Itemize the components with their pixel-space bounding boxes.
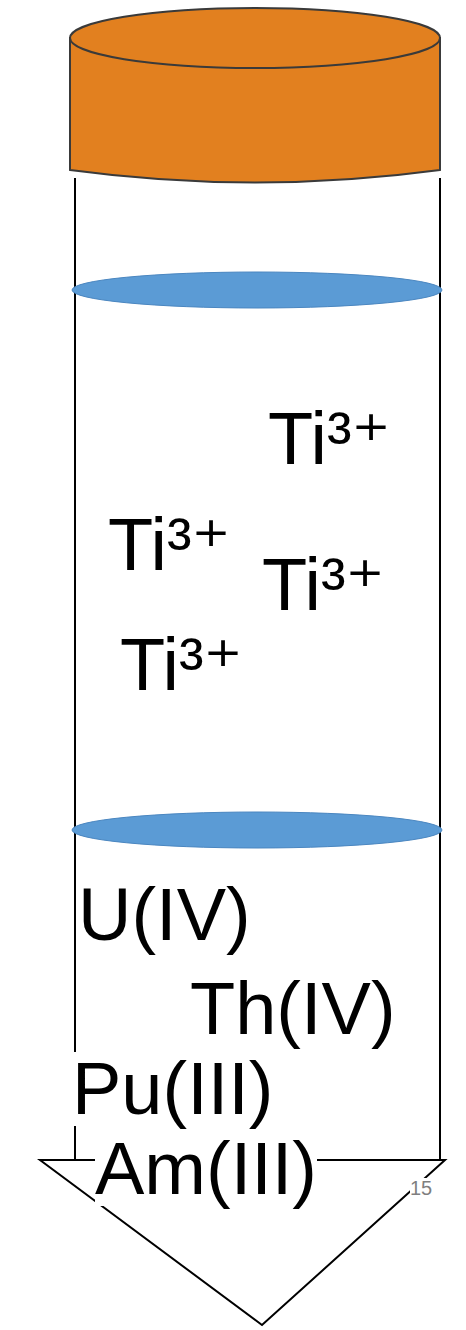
actinide-label: Am(III) [95, 1132, 317, 1206]
ion-label: Ti³⁺ [262, 548, 385, 622]
ion-label: Ti³⁺ [120, 628, 243, 702]
phase-boundary [72, 812, 442, 848]
tube-wall [74, 178, 76, 1160]
tube-wall [439, 178, 441, 1160]
phase-boundary [72, 272, 442, 308]
ion-label: Ti³⁺ [268, 402, 391, 476]
cap-top [70, 8, 440, 68]
ion-label: Ti³⁺ [108, 508, 231, 582]
actinide-label: Th(IV) [190, 972, 396, 1046]
actinide-label: U(IV) [78, 878, 251, 952]
actinide-label: Pu(III) [72, 1052, 273, 1126]
slide-number: 15 [410, 1178, 432, 1198]
